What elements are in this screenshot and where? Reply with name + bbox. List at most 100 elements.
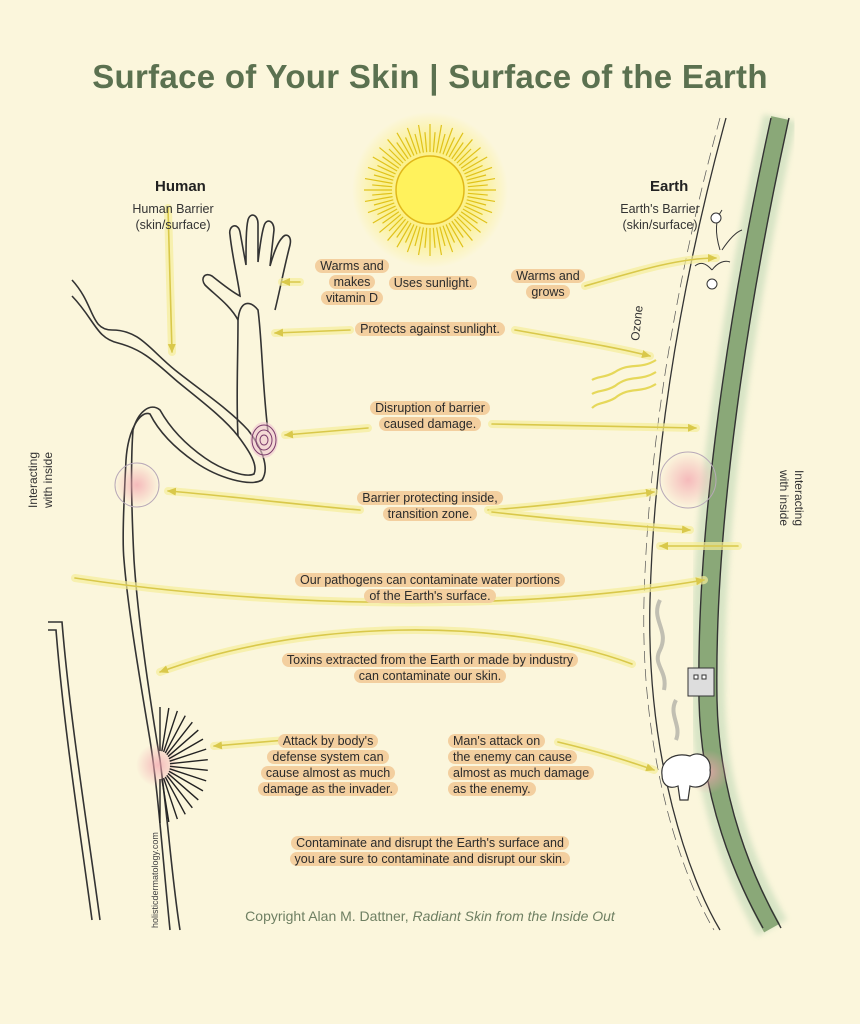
- human-interacting-line-1: Interacting: [26, 451, 40, 509]
- sun-ray: [453, 139, 473, 162]
- sun-ray: [388, 148, 404, 164]
- sun-ray: [466, 199, 487, 206]
- sun-ray: [372, 184, 393, 188]
- label-attack-body-3: cause almost as much: [260, 766, 396, 780]
- arrow: [284, 427, 369, 439]
- arrow: [167, 487, 361, 511]
- arrow: [584, 254, 717, 287]
- spike: [167, 772, 199, 801]
- spike: [161, 778, 170, 823]
- earth-interacting-line-1: Interacting: [792, 469, 806, 527]
- spike: [161, 707, 170, 752]
- sun-ray: [467, 177, 496, 184]
- arm-lesion-icon: [250, 422, 278, 458]
- arrow: [491, 511, 691, 534]
- sun-ray: [414, 226, 421, 247]
- sun-ray: [453, 218, 473, 241]
- spike: [167, 729, 199, 758]
- sun-ray: [424, 132, 428, 153]
- sun-ray: [373, 199, 394, 206]
- sun-ray: [451, 220, 464, 238]
- sun-ray: [372, 156, 398, 172]
- human-interaction-zone: [114, 462, 160, 508]
- sun-ray: [442, 225, 454, 253]
- sun-ray: [448, 222, 464, 248]
- sun-ray: [442, 127, 454, 155]
- sun-ray: [396, 220, 409, 238]
- earth-barrier-label: Earth's Barrier (skin/surface): [600, 201, 720, 233]
- copyright-prefix: Copyright Alan M. Dattner,: [245, 908, 413, 924]
- human-arm-outline: [48, 214, 292, 931]
- label-conclusion-1: Contaminate and disrupt the Earth's surf…: [291, 836, 569, 850]
- spike: [168, 738, 204, 760]
- factory-icon: [655, 599, 715, 741]
- label-man-attack-1: Man's attack on: [448, 734, 546, 748]
- sun-ray: [467, 192, 488, 196]
- label-protects: Protects against sunlight.: [330, 321, 530, 337]
- label-protects-text: Protects against sunlight.: [355, 322, 505, 336]
- sun-ray: [439, 226, 446, 247]
- sun-ray: [458, 213, 481, 233]
- spike: [169, 768, 207, 782]
- label-pathogens-2: of the Earth's surface.: [364, 589, 496, 603]
- human-barrier-line-2: (skin/surface): [135, 218, 211, 232]
- sun-ray: [387, 218, 407, 241]
- sun-ray: [464, 205, 483, 216]
- sun-ray: [382, 211, 400, 224]
- label-warms-grows: Warms and grows: [503, 268, 593, 300]
- sun-ray: [462, 156, 488, 172]
- earth-barrier-line-1: Earth's Barrier: [620, 202, 700, 216]
- label-pathogens-1: Our pathogens can contaminate water port…: [295, 573, 565, 587]
- spike: [166, 774, 193, 809]
- sun-ray: [396, 132, 412, 158]
- sun-ray: [388, 216, 404, 232]
- sun-ray: [460, 156, 478, 169]
- sun-ray: [432, 227, 436, 248]
- sun-ray: [458, 147, 481, 167]
- label-toxins-1: Toxins extracted from the Earth or made …: [281, 653, 579, 667]
- plant-icon: [694, 209, 743, 290]
- human-barrier-line-1: Human Barrier: [132, 202, 214, 216]
- label-attack-body-4: damage as the invader.: [258, 782, 398, 796]
- sun-icon: [352, 112, 508, 268]
- label-warms-vitamin-d-1: Warms and: [315, 259, 389, 273]
- sun-ray: [460, 211, 478, 224]
- label-conclusion: Contaminate and disrupt the Earth's surf…: [240, 835, 620, 867]
- arrow: [487, 488, 655, 511]
- sun-ray: [382, 156, 400, 169]
- spike: [169, 758, 208, 765]
- sun-ray: [367, 166, 395, 178]
- sun-ray: [404, 137, 415, 156]
- explosion-icon: [661, 750, 730, 801]
- defense-reaction-icon: [136, 707, 208, 823]
- label-uses-sunlight: Uses sunlight.: [383, 275, 483, 291]
- sun-ray: [466, 174, 487, 181]
- sun-ray: [439, 133, 446, 154]
- sun-ray: [367, 202, 395, 214]
- sun-ray: [377, 164, 396, 175]
- sun-ray: [424, 227, 428, 248]
- sun-ray: [372, 192, 393, 196]
- label-attack-body-1: Attack by body's: [277, 734, 379, 748]
- arrow: [167, 207, 176, 353]
- earth-interacting-label: Interacting with inside: [776, 458, 806, 538]
- sun-ray: [404, 224, 415, 243]
- label-warms-vitamin-d-2: makes: [328, 275, 376, 289]
- sun-ray: [364, 196, 393, 203]
- spike: [162, 777, 179, 820]
- arrow: [514, 329, 651, 358]
- spike: [164, 715, 186, 754]
- human-heading: Human: [155, 178, 206, 195]
- label-warms-vitamin-d-3: vitamin D: [320, 291, 384, 305]
- earth-interacting-line-2: with inside: [777, 469, 791, 527]
- sun-ray: [456, 148, 472, 164]
- spike: [169, 765, 208, 772]
- sun-ray: [372, 208, 398, 224]
- arrows: [71, 204, 742, 774]
- human-interacting-label: Interacting with inside: [26, 420, 56, 540]
- sun-ray: [445, 137, 456, 156]
- label-toxins: Toxins extracted from the Earth or made …: [240, 652, 620, 684]
- sun-ray: [417, 124, 424, 153]
- sun-ray: [379, 147, 402, 167]
